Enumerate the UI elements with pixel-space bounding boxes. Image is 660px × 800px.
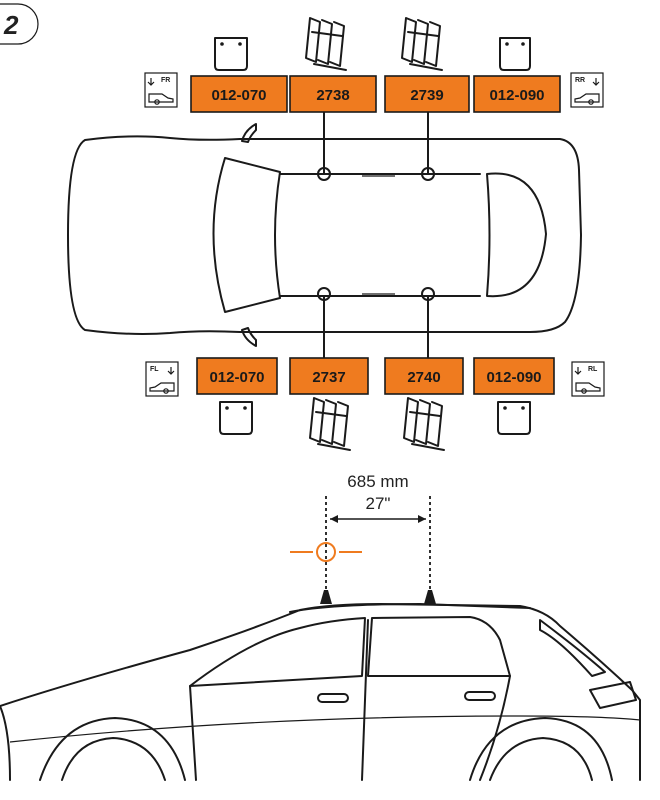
measurement-metric: 685 mm (347, 472, 408, 491)
front-wheel-arch (39, 717, 186, 781)
svg-text:2739: 2739 (410, 87, 443, 104)
code-box-rl-pad: 012-090 (473, 357, 555, 395)
car-top-view (67, 123, 582, 347)
mount-point-right-rear (421, 167, 435, 181)
svg-text:RL: RL (588, 366, 598, 373)
front-bar-target-marker (290, 542, 362, 562)
code-box-2738: 2738 (289, 75, 377, 113)
mount-point-left-rear (421, 287, 435, 301)
car-top-body-outline (67, 135, 582, 335)
front-side-window (189, 617, 366, 687)
step-number: 2 (3, 10, 19, 40)
bracket-icon-2737 (309, 397, 351, 451)
car-side-view (0, 603, 641, 781)
rear-side-window (367, 616, 511, 677)
door-split (361, 619, 369, 781)
svg-text:012-070: 012-070 (209, 369, 264, 386)
dimension-arrow-right (418, 515, 426, 523)
dimension-arrow-left (330, 515, 338, 523)
mount-point-left-front (317, 287, 331, 301)
measurement: 685 mm 27" (325, 472, 431, 592)
position-icon-rr: RR (570, 72, 604, 108)
step-indicator: 2 (0, 3, 39, 45)
front-bar-foot (320, 590, 332, 604)
rear-wheel (489, 737, 593, 781)
rear-window (486, 172, 547, 298)
svg-text:012-090: 012-090 (486, 369, 541, 386)
body-crease (9, 715, 641, 743)
step-circle (0, 3, 39, 45)
rear-quarter-window (539, 619, 606, 677)
roof-rail (289, 603, 531, 613)
front-wheel (61, 737, 166, 781)
code-box-2739: 2739 (384, 75, 470, 113)
top-view-mount-points (317, 111, 435, 361)
svg-text:2740: 2740 (407, 369, 440, 386)
code-box-fl-pad: 012-070 (196, 357, 278, 395)
bracket-icon-2738 (305, 17, 347, 71)
bracket-icon-2739 (401, 17, 443, 71)
svg-text:FR: FR (161, 77, 170, 84)
pad-icon-bottom-rear (497, 401, 531, 435)
bracket-icon-2740 (403, 397, 445, 451)
rear-door-edge (479, 675, 511, 781)
code-box-rr-pad: 012-090 (473, 75, 561, 113)
car-side-body-outline (0, 603, 641, 781)
position-icon-fr: FR (144, 72, 178, 108)
front-door-handle (317, 693, 349, 703)
rear-bar-foot (424, 590, 436, 604)
code-box-fr-pad: 012-070 (190, 75, 288, 113)
right-mirror (241, 123, 257, 143)
svg-text:2738: 2738 (316, 87, 349, 104)
tail-light (589, 681, 637, 709)
windshield (212, 157, 281, 313)
svg-text:FL: FL (150, 366, 159, 373)
rear-wheel-arch (469, 717, 613, 781)
front-door-edge (189, 685, 197, 781)
measurement-imperial: 27" (366, 494, 391, 513)
pad-icon-top-front (214, 37, 248, 71)
pad-icon-bottom-front (219, 401, 253, 435)
front-bumper (0, 705, 11, 781)
position-icon-rl: RL (571, 361, 605, 397)
code-box-2737: 2737 (289, 357, 369, 395)
position-icon-fl: FL (145, 361, 179, 397)
svg-text:012-070: 012-070 (211, 87, 266, 104)
svg-text:2737: 2737 (312, 369, 345, 386)
svg-text:012-090: 012-090 (489, 87, 544, 104)
pad-icon-top-rear (499, 37, 531, 71)
svg-text:RR: RR (575, 77, 585, 84)
mount-point-right-front (317, 167, 331, 181)
rear-door-handle (464, 691, 496, 701)
left-mirror (241, 327, 257, 347)
code-box-2740: 2740 (384, 357, 464, 395)
